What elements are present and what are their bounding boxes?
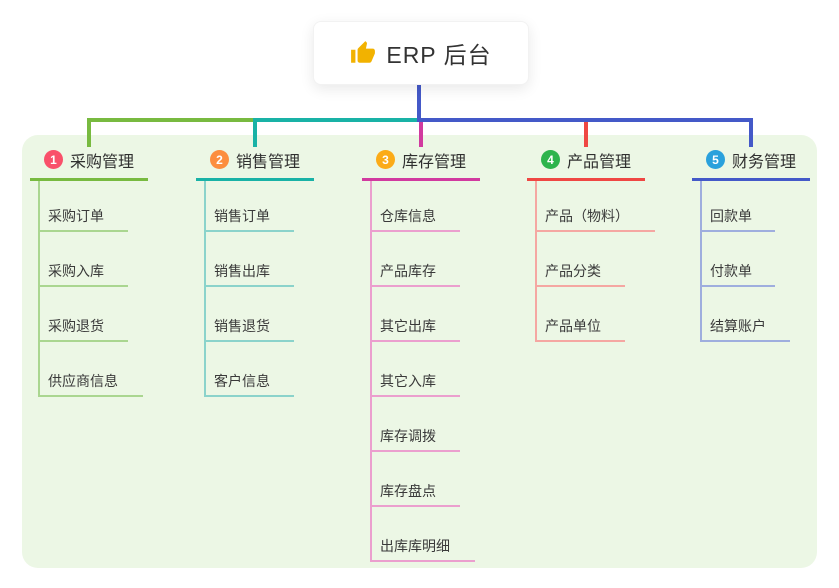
branch-node[interactable]: 5 财务管理 <box>692 146 810 173</box>
branch-node[interactable]: 1 采购管理 <box>30 146 148 173</box>
child-node[interactable]: 库存调拨 <box>380 428 436 444</box>
branch-connector-segment <box>253 118 422 122</box>
child-underline <box>370 230 460 232</box>
branch-connector-segment <box>417 118 753 122</box>
child-node[interactable]: 其它入库 <box>380 373 436 389</box>
child-node[interactable]: 销售退货 <box>214 318 270 334</box>
child-underline <box>700 285 775 287</box>
child-underline <box>38 230 128 232</box>
child-node[interactable]: 仓库信息 <box>380 208 436 224</box>
child-node[interactable]: 付款单 <box>710 263 752 279</box>
root-title: ERP 后台 <box>386 42 492 68</box>
child-underline <box>204 285 294 287</box>
branches-panel <box>22 135 817 568</box>
child-node[interactable]: 采购订单 <box>48 208 104 224</box>
subtree-line <box>38 181 40 397</box>
child-underline <box>535 230 655 232</box>
branch-label: 产品管理 <box>566 153 631 171</box>
child-underline <box>370 505 460 507</box>
branch-underline <box>362 178 480 181</box>
subtree-line <box>370 181 372 562</box>
branch-drop-line <box>419 118 423 147</box>
branch-node[interactable]: 2 销售管理 <box>196 146 314 173</box>
branch-index-badge: 4 <box>540 150 560 169</box>
branch-underline <box>692 178 810 181</box>
child-node[interactable]: 回款单 <box>710 208 752 224</box>
child-underline <box>535 340 625 342</box>
child-underline <box>370 450 460 452</box>
branch-drop-line <box>87 118 91 147</box>
child-node[interactable]: 产品单位 <box>545 318 601 334</box>
subtree-line <box>700 181 702 342</box>
child-underline <box>38 340 128 342</box>
child-node[interactable]: 产品库存 <box>380 263 436 279</box>
child-node[interactable]: 采购入库 <box>48 263 104 279</box>
branch-node[interactable]: 4 产品管理 <box>527 146 645 173</box>
branch-index-badge: 1 <box>43 150 63 169</box>
child-node[interactable]: 产品（物料） <box>545 208 629 224</box>
child-underline <box>370 285 460 287</box>
child-underline <box>38 285 128 287</box>
child-node[interactable]: 客户信息 <box>214 373 270 389</box>
branch-label: 采购管理 <box>69 153 134 171</box>
branch-underline <box>527 178 645 181</box>
child-underline <box>370 395 460 397</box>
child-underline <box>204 340 294 342</box>
child-underline <box>38 395 143 397</box>
branch-underline <box>30 178 148 181</box>
root-connector-line <box>417 84 421 122</box>
branch-label: 库存管理 <box>401 153 466 171</box>
branch-label: 销售管理 <box>235 153 300 171</box>
root-node[interactable]: ERP 后台 <box>313 21 529 85</box>
child-node[interactable]: 采购退货 <box>48 318 104 334</box>
child-node[interactable]: 销售出库 <box>214 263 270 279</box>
branch-label: 财务管理 <box>731 153 796 171</box>
child-underline <box>204 230 294 232</box>
child-underline <box>700 340 790 342</box>
branch-index-badge: 3 <box>375 150 395 169</box>
child-underline <box>204 395 294 397</box>
branch-drop-line <box>749 118 753 147</box>
child-node[interactable]: 结算账户 <box>710 318 766 334</box>
child-underline <box>370 560 475 562</box>
child-node[interactable]: 产品分类 <box>545 263 601 279</box>
child-node[interactable]: 出库库明细 <box>380 538 450 554</box>
child-node[interactable]: 供应商信息 <box>48 373 118 389</box>
branch-node[interactable]: 3 库存管理 <box>362 146 480 173</box>
branch-index-badge: 5 <box>705 150 725 169</box>
subtree-line <box>535 181 537 342</box>
child-node[interactable]: 库存盘点 <box>380 483 436 499</box>
branch-drop-line <box>253 118 257 147</box>
branch-index-badge: 2 <box>209 150 229 169</box>
child-underline <box>370 340 460 342</box>
thumbs-up-icon <box>350 40 376 66</box>
child-node[interactable]: 其它出库 <box>380 318 436 334</box>
child-underline <box>700 230 775 232</box>
child-node[interactable]: 销售订单 <box>214 208 270 224</box>
child-underline <box>535 285 625 287</box>
subtree-line <box>204 181 206 397</box>
branch-underline <box>196 178 314 181</box>
branch-drop-line <box>584 118 588 147</box>
